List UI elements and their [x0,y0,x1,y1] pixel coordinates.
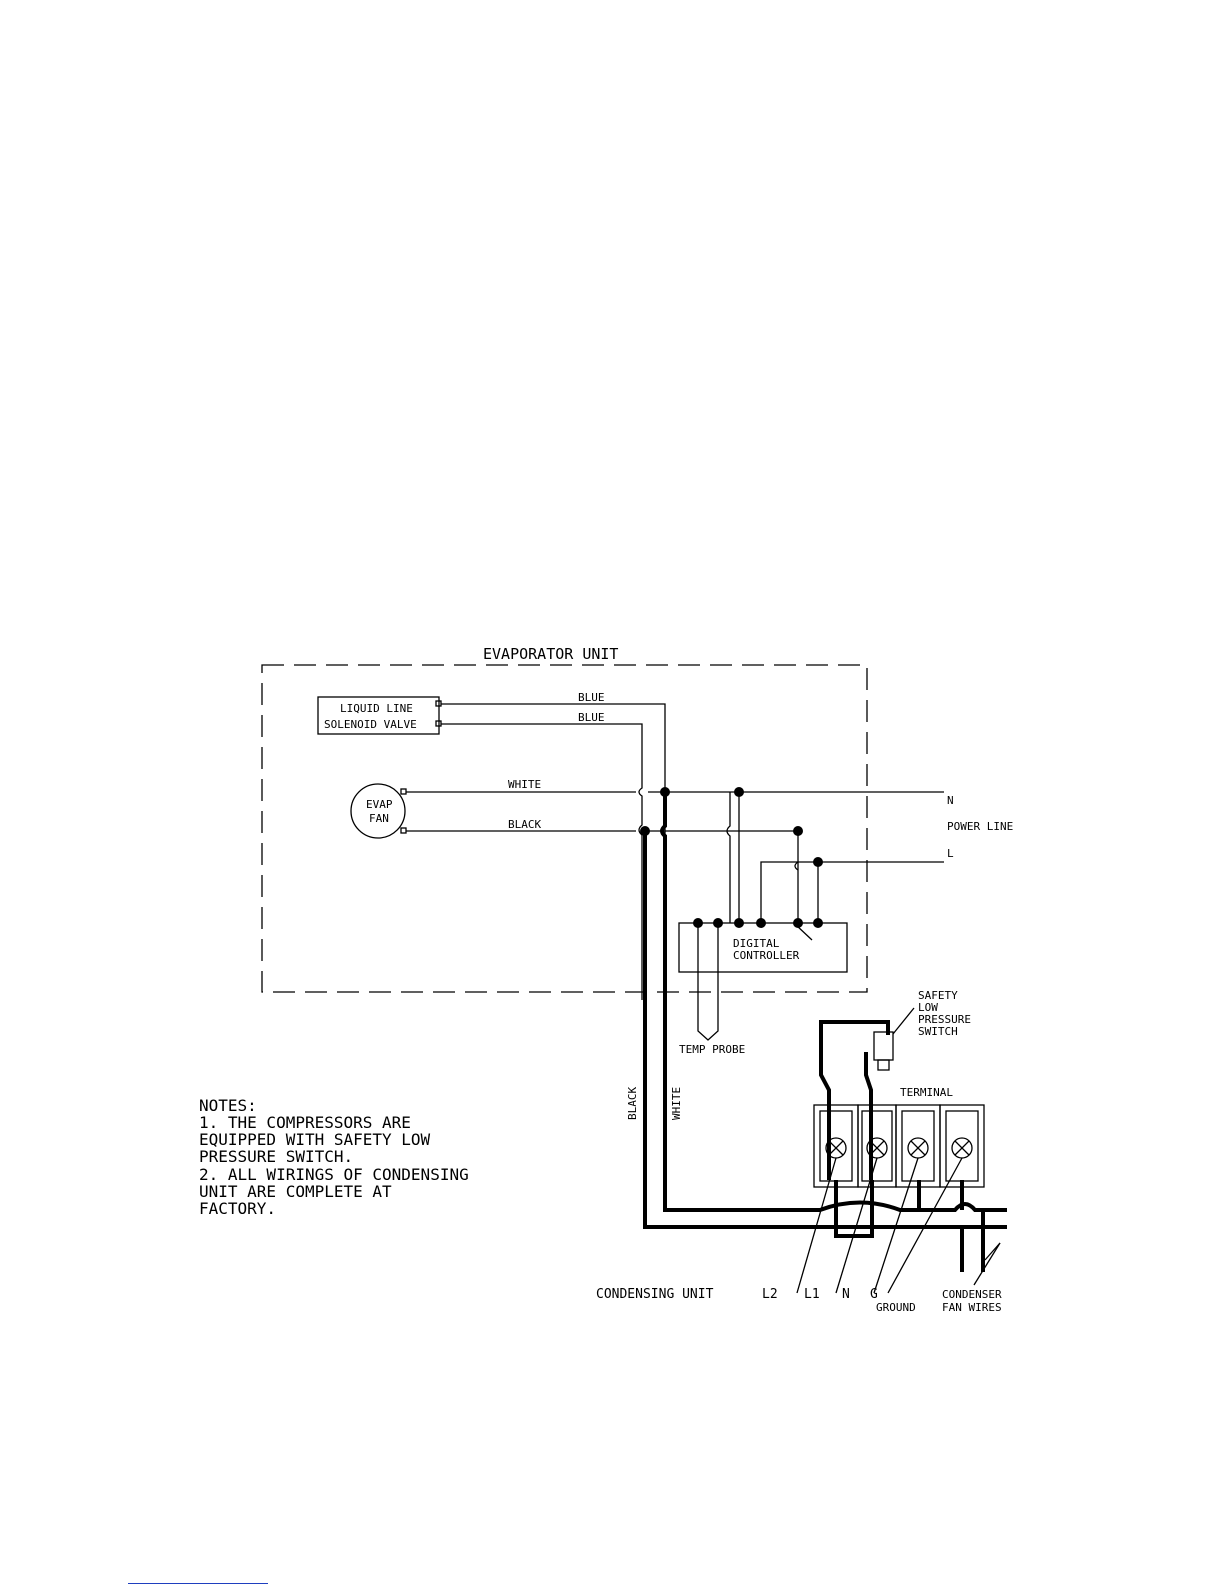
notes-line-3: EQUIPPED WITH SAFETY LOW [199,1130,431,1149]
terminal-lead-l1: L1 [804,1287,820,1302]
blue-wire-bottom [441,723,643,1000]
temp-probe-label: TEMP PROBE [679,1043,745,1056]
terminal-block [813,1104,985,1188]
ground-label: GROUND [876,1301,916,1314]
terminal-label: TERMINAL [900,1086,953,1099]
footnote-rule [128,1583,268,1584]
evap-fan-motor [350,783,406,839]
power-line-label: POWER LINE [947,820,1013,833]
notes-line-7: FACTORY. [199,1199,276,1218]
solenoid-valve-box [317,696,440,735]
power-line-l [760,861,944,923]
digital-controller-label-1: DIGITAL [733,937,780,950]
solenoid-valve-label-2: SOLENOID VALVE [324,718,417,731]
safety-switch-label-1: SAFETY [918,989,958,1002]
blue-wire-bottom-label: BLUE [578,711,605,724]
evap-fan-label-2: FAN [369,812,389,825]
digital-controller-label-2: CONTROLLER [733,949,800,962]
safety-switch-label-2: LOW [918,1001,938,1014]
black-run-label: BLACK [626,1087,639,1120]
terminal-lead-g: G [870,1287,878,1302]
notes-line-6: UNIT ARE COMPLETE AT [199,1182,392,1201]
power-l-label: L [947,847,954,860]
safety-switch-label-4: SWITCH [918,1025,958,1038]
temp-probe [697,923,719,1041]
notes-line-5: 2. ALL WIRINGS OF CONDENSING [199,1165,469,1184]
power-n-label: N [947,794,954,807]
safety-switch-body [873,1031,894,1061]
solenoid-valve-label-1: LIQUID LINE [340,702,413,715]
notes-block: NOTES: 1. THE COMPRESSORS ARE EQUIPPED W… [199,1096,469,1218]
white-run-label: WHITE [670,1087,683,1120]
notes-line-4: PRESSURE SWITCH. [199,1147,353,1166]
terminal-lead-n: N [842,1287,850,1302]
condenser-fan-wires-label-1: CONDENSER [942,1288,1002,1301]
condensing-unit-label: CONDENSING UNIT [596,1287,714,1302]
notes-line-1: NOTES: [199,1096,257,1115]
condenser-fan-wires-label-2: FAN WIRES [942,1301,1002,1314]
notes-line-2: 1. THE COMPRESSORS ARE [199,1113,411,1132]
blue-wire-top-label: BLUE [578,691,605,704]
black-run [643,831,1007,1229]
evaporator-unit-boundary [261,664,868,993]
white-wire-label: WHITE [508,778,541,791]
evap-fan-label-1: EVAP [366,798,393,811]
safety-switch-label-3: PRESSURE [918,1013,971,1026]
terminal-lead-l2: L2 [762,1287,778,1302]
white-run [660,792,1007,1212]
evaporator-unit-title: EVAPORATOR UNIT [483,645,618,663]
black-wire-label: BLACK [508,818,541,831]
blue-wire-top [441,703,666,1000]
